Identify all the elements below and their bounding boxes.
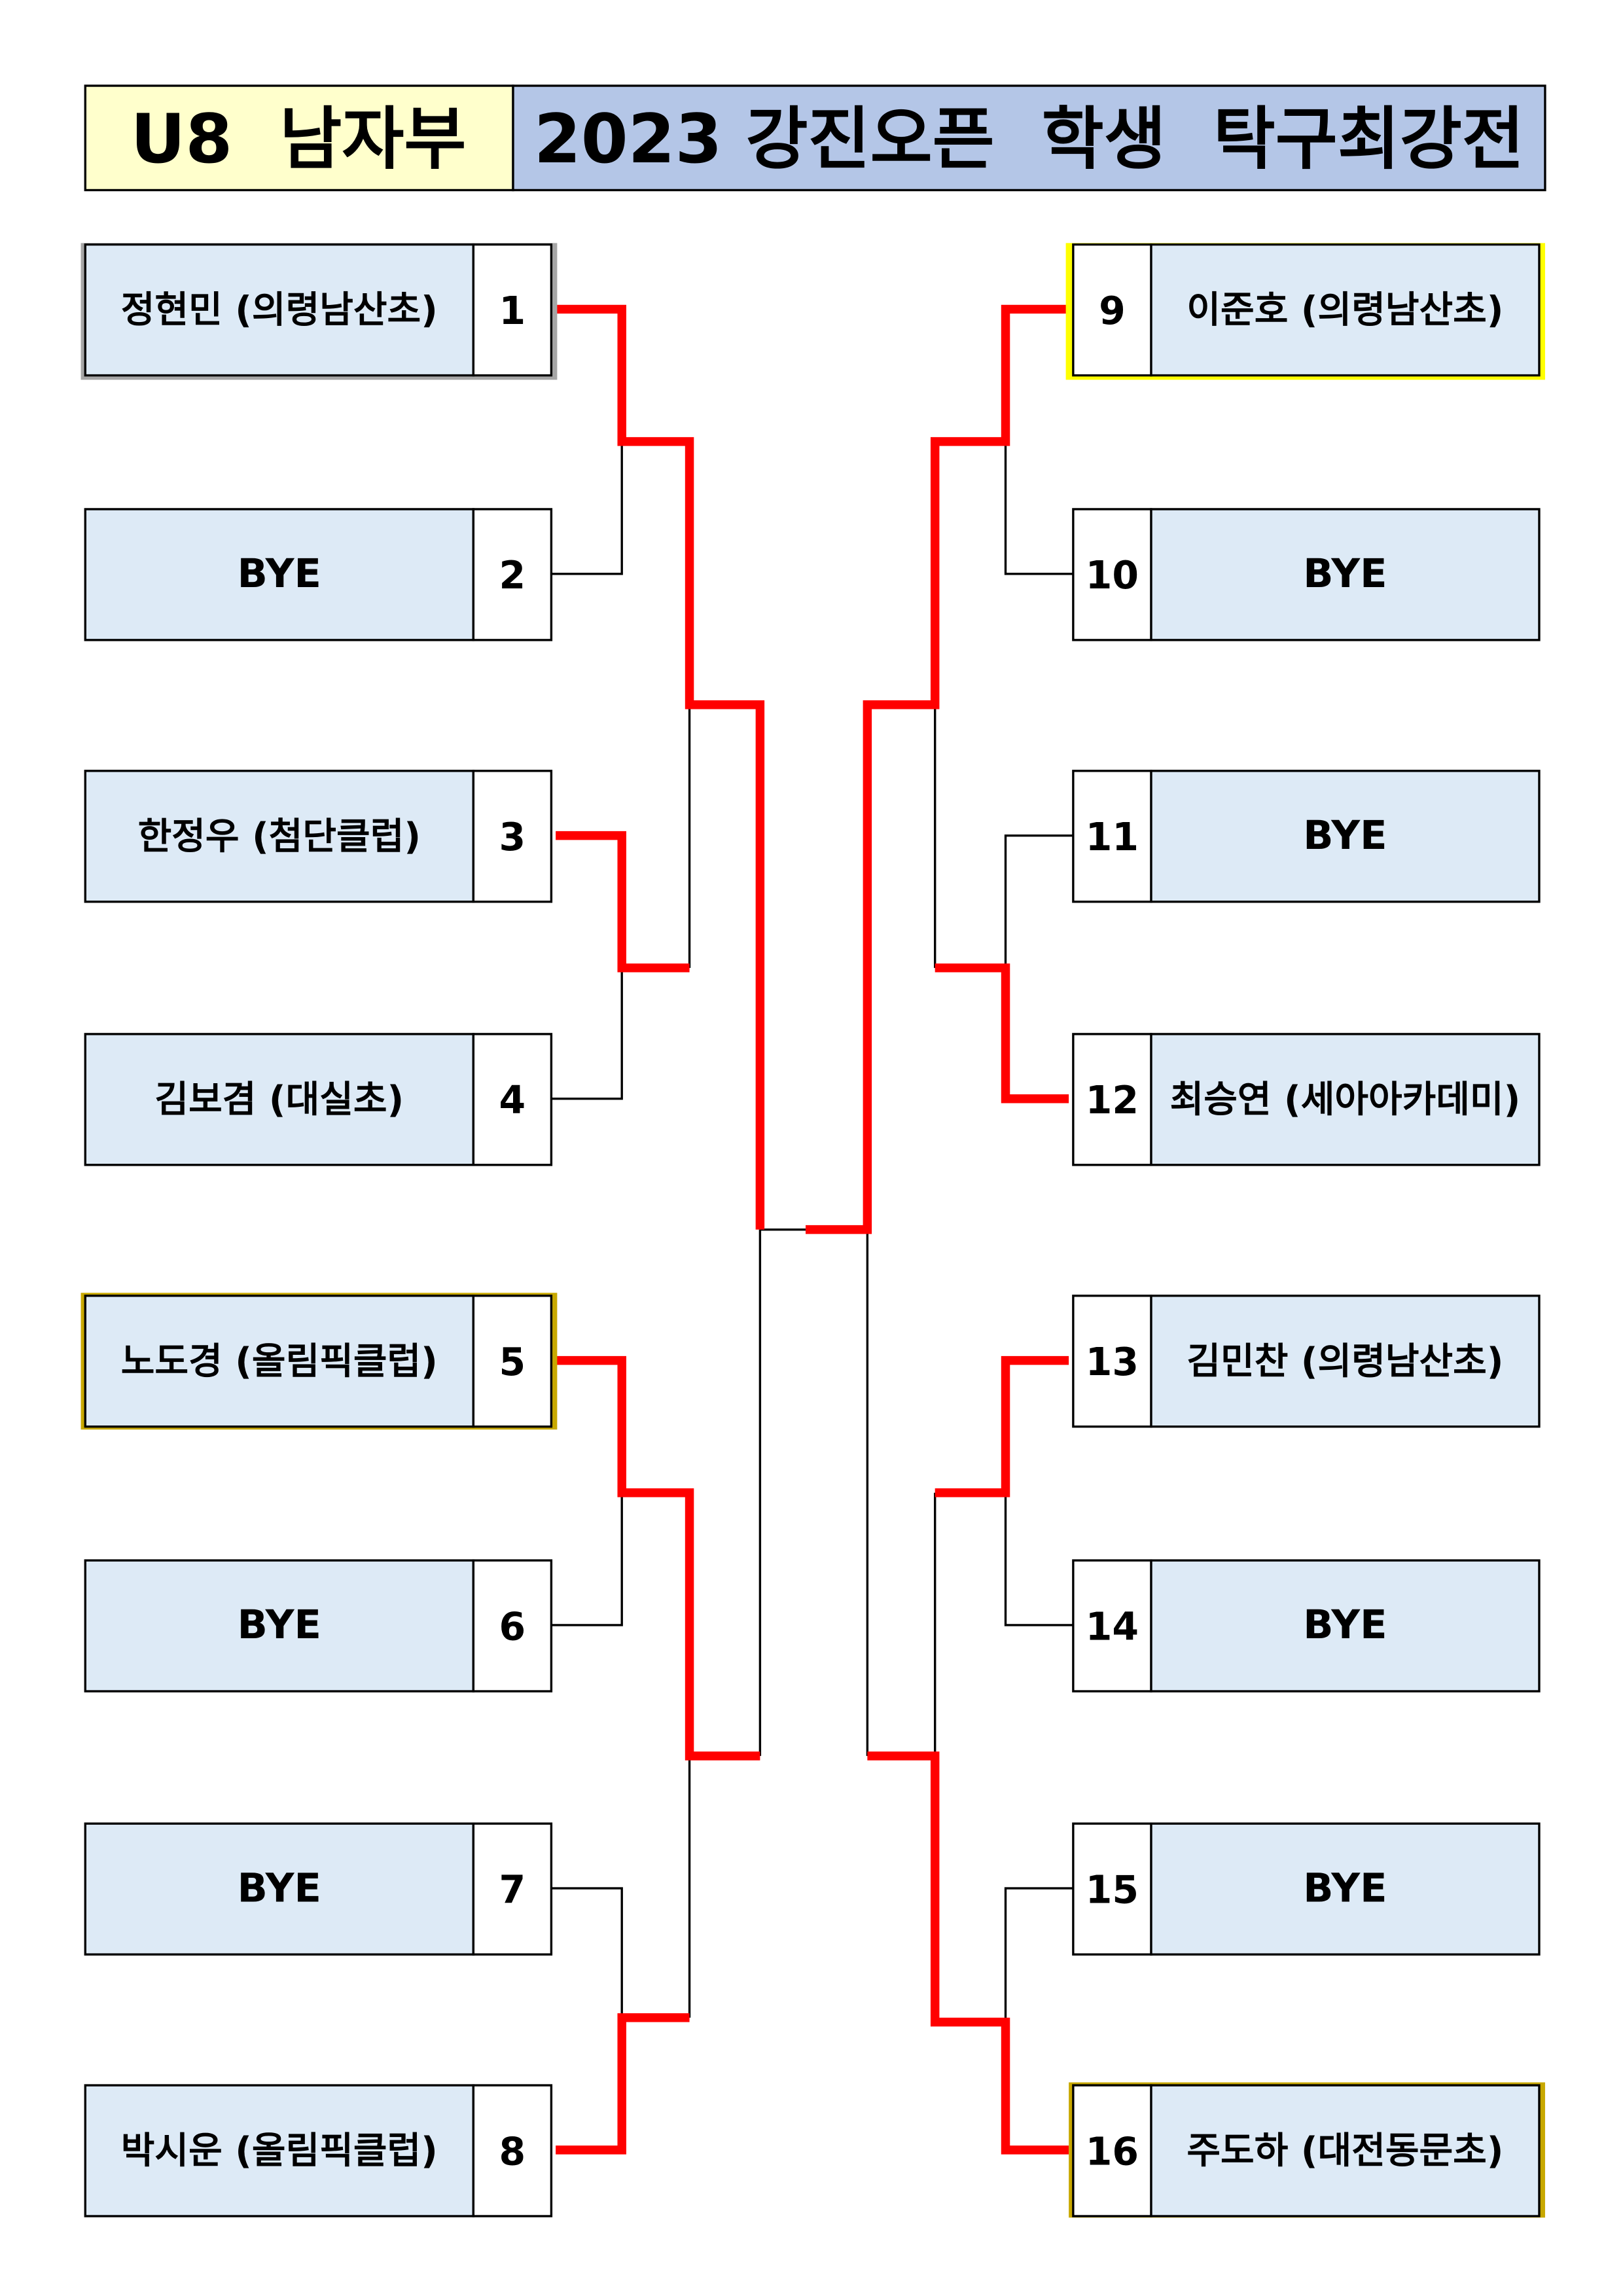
bracket-lines	[551, 441, 1073, 2022]
seed-cell	[1072, 508, 1152, 641]
bracket-slot: 정현민 (의령남산초) 1	[84, 243, 553, 377]
bracket-slot: BYE 10	[1072, 508, 1541, 641]
tournament-title: 2023 강진오픈 학생 탁구최강전	[534, 100, 1524, 179]
seed-number: 15	[1086, 1868, 1139, 1912]
seed-cell	[472, 1822, 553, 1956]
seed-cell	[472, 1559, 553, 1693]
seed-cell	[472, 508, 553, 641]
bracket-slot: 최승연 (세아아카데미) 12	[1072, 1033, 1541, 1166]
division-title: U8 남자부	[131, 100, 467, 179]
player-name: 한정우 (첨단클럽)	[138, 816, 421, 858]
bracket-slot: 노도경 (올림픽클럽) 5	[84, 1295, 553, 1428]
seed-number: 1	[499, 289, 526, 333]
seed-number: 8	[499, 2129, 526, 2174]
player-cell	[84, 770, 475, 903]
player-cell	[1150, 1295, 1541, 1428]
seed-cell	[1072, 1822, 1152, 1956]
player-cell	[1150, 508, 1541, 641]
header-banner: U8 남자부 2023 강진오픈 학생 탁구최강전	[84, 84, 1546, 192]
seed-cell	[1072, 1295, 1152, 1428]
bye-label: BYE	[1303, 1602, 1387, 1648]
player-cell	[1150, 770, 1541, 903]
player-cell	[1150, 2084, 1541, 2217]
bracket-slot: 주도하 (대전동문초) 16	[1072, 2084, 1541, 2217]
seed-number: 13	[1086, 1340, 1139, 1384]
bracket-slot: 김보겸 (대실초) 4	[84, 1033, 553, 1166]
bracket-slot: BYE 14	[1072, 1559, 1541, 1693]
player-name: 박시운 (올림픽클럽)	[121, 2130, 438, 2172]
bracket-slot: BYE 2	[84, 508, 553, 641]
seed-cell	[472, 243, 553, 377]
bye-label: BYE	[1303, 1865, 1387, 1911]
player-cell	[84, 2084, 475, 2217]
player-cell	[1150, 243, 1541, 377]
winner-paths	[556, 304, 1069, 2155]
bye-label: BYE	[238, 551, 321, 597]
seed-number: 3	[499, 815, 526, 859]
seed-number: 2	[499, 553, 526, 598]
bracket-slot: 이준호 (의령남산초) 9	[1072, 243, 1541, 377]
bye-label: BYE	[238, 1865, 321, 1911]
player-name: 김민찬 (의령남산초)	[1186, 1340, 1503, 1383]
player-cell	[1150, 1559, 1541, 1693]
bracket-slot: 박시운 (올림픽클럽) 8	[84, 2084, 553, 2217]
bracket-slot: BYE 11	[1072, 770, 1541, 903]
bracket-slot: 한정우 (첨단클럽) 3	[84, 770, 553, 903]
seed-number: 7	[499, 1868, 526, 1912]
bye-label: BYE	[238, 1602, 321, 1648]
seed-number: 5	[499, 1340, 526, 1384]
seed-number: 14	[1086, 1604, 1139, 1649]
player-name: 노도경 (올림픽클럽)	[121, 1340, 438, 1383]
player-cell	[84, 1295, 475, 1428]
bracket-slot: BYE 6	[84, 1559, 553, 1693]
seed-cell	[1072, 1033, 1152, 1166]
seed-number: 11	[1086, 815, 1139, 859]
seed-number: 12	[1086, 1078, 1139, 1122]
player-cell	[84, 508, 475, 641]
seed-cell	[1072, 770, 1152, 903]
bracket-slot: 김민찬 (의령남산초) 13	[1072, 1295, 1541, 1428]
player-cell	[84, 1822, 475, 1956]
seed-number: 6	[499, 1604, 526, 1649]
player-cell	[84, 1559, 475, 1693]
bye-label: BYE	[1303, 551, 1387, 597]
seed-cell	[1072, 2084, 1152, 2217]
player-name: 최승연 (세아아카데미)	[1170, 1079, 1521, 1121]
player-name: 이준호 (의령남산초)	[1186, 289, 1503, 332]
seed-cell	[472, 2084, 553, 2217]
player-cell	[1150, 1033, 1541, 1166]
player-name: 김보겸 (대실초)	[154, 1079, 404, 1121]
bye-label: BYE	[1303, 813, 1387, 859]
player-cell	[1150, 1822, 1541, 1956]
player-name: 주도하 (대전동문초)	[1186, 2130, 1503, 2172]
seed-cell	[1072, 1559, 1152, 1693]
seed-number: 16	[1086, 2129, 1139, 2174]
player-name: 정현민 (의령남산초)	[121, 289, 438, 332]
seed-number: 10	[1086, 553, 1139, 598]
bracket-slot: BYE 7	[84, 1822, 553, 1956]
player-cell	[84, 1033, 475, 1166]
seed-number: 4	[499, 1078, 526, 1122]
seed-cell	[1072, 243, 1152, 377]
seed-cell	[472, 1033, 553, 1166]
player-cell	[84, 243, 475, 377]
bracket-slot: BYE 15	[1072, 1822, 1541, 1956]
seed-cell	[472, 770, 553, 903]
seed-number: 9	[1099, 289, 1126, 333]
seed-cell	[472, 1295, 553, 1428]
